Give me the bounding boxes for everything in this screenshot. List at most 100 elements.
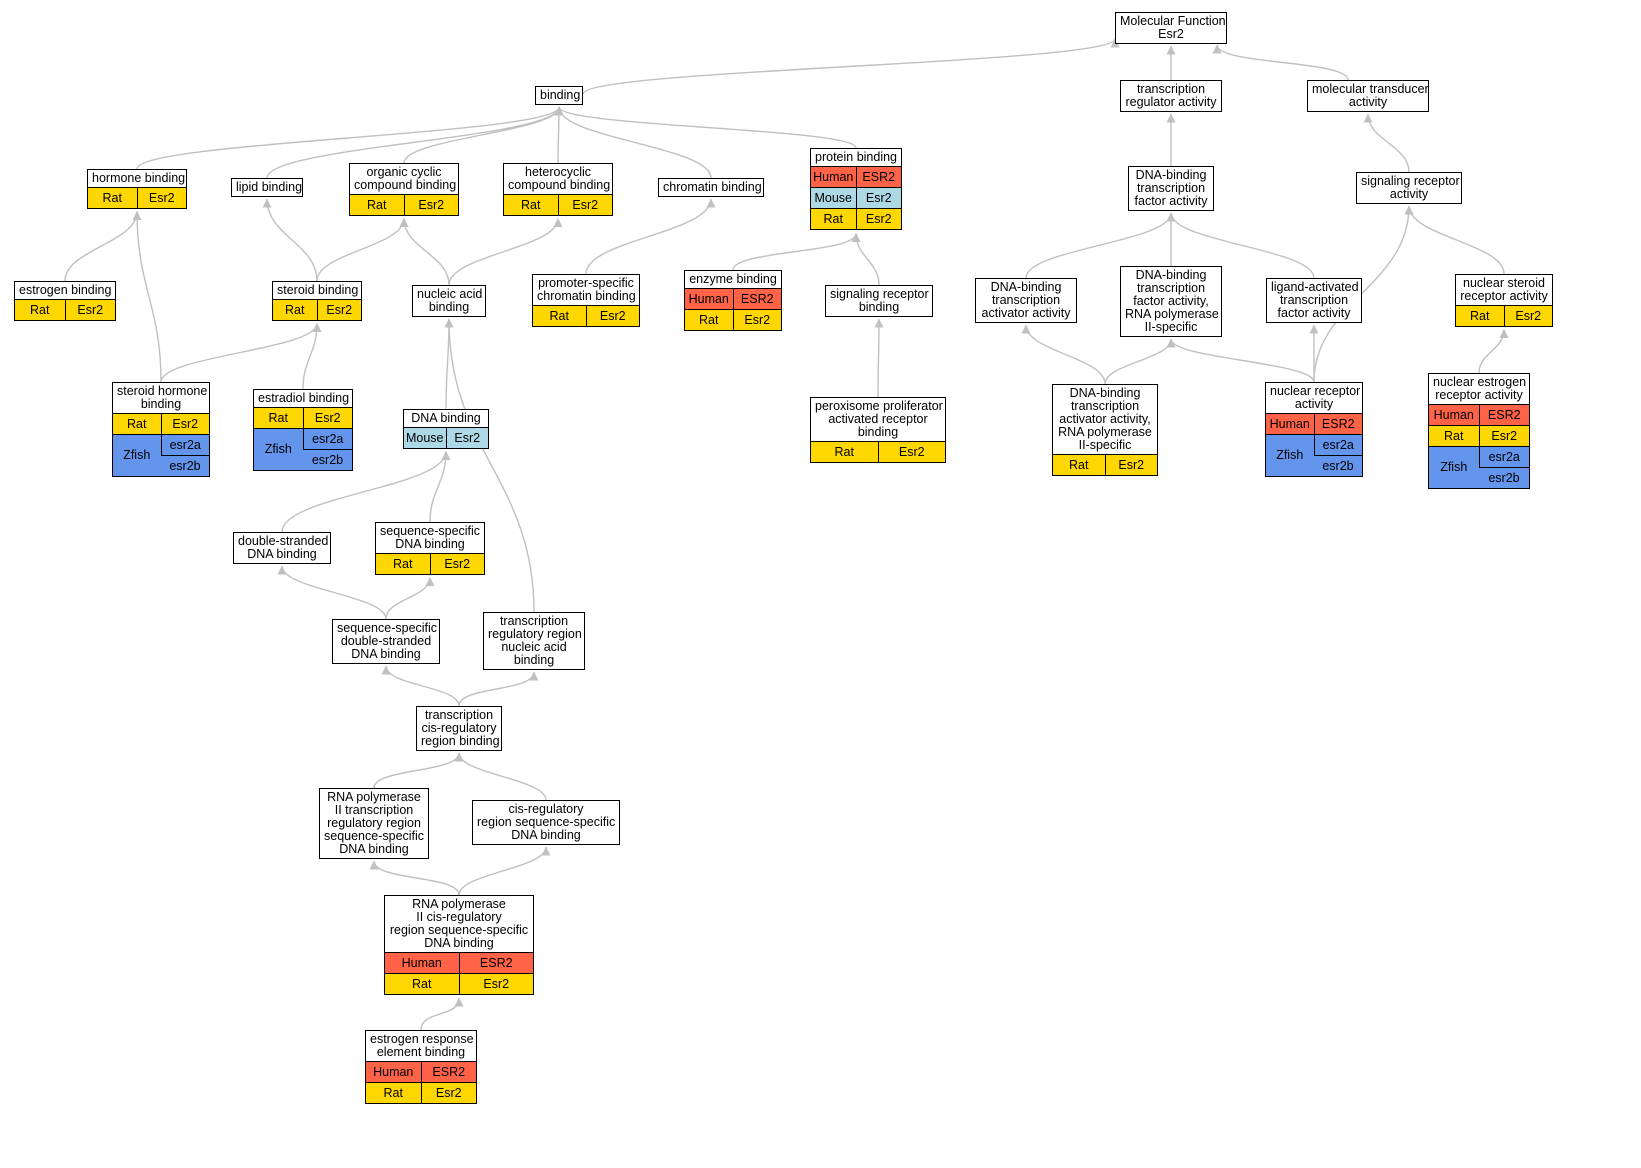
edge-nera-to-nsra — [1478, 329, 1509, 374]
go-term-label-line: steroid binding — [277, 283, 359, 297]
edge-enzyme-to-protein — [732, 233, 861, 271]
gene-cell: esr2a — [160, 434, 209, 456]
gene-cell: esr2a — [302, 428, 352, 450]
go-term-label-line: chromatin binding — [537, 289, 636, 303]
go-term-label-line: II cis-regulatory — [416, 910, 502, 924]
gene-cell: Esr2 — [877, 441, 945, 462]
go-term-label-line: transcription — [1136, 281, 1206, 295]
go-term-label-line: receptor activity — [1435, 388, 1523, 402]
go-term-label-line: factor activity, — [1133, 294, 1209, 308]
go-term-label-line: nuclear steroid — [1463, 276, 1545, 290]
gene-cell: Esr2 — [585, 305, 639, 326]
species-cell: Rat — [685, 309, 733, 330]
go-term-label-line: receptor activity — [1460, 289, 1548, 303]
go-term-label-line: region binding — [421, 734, 500, 748]
edge-steroid-to-lipid — [262, 198, 318, 282]
edge-mta-to-mf — [1212, 44, 1349, 81]
go-term-label-line: signaling receptor — [830, 287, 929, 301]
edge-srb-to-protein — [851, 233, 880, 286]
edge-latfa-to-dbtfa — [1166, 212, 1315, 279]
species-cell: Rat — [88, 187, 137, 208]
species-cell: Rat — [1456, 305, 1504, 326]
gene-cell: Esr2 — [1104, 454, 1157, 475]
species-cell: Rat — [1053, 454, 1105, 475]
go-term-label-line: transcription — [499, 614, 569, 628]
gene-cell: esr2b — [1314, 455, 1362, 476]
gene-cell: Esr2 — [64, 299, 115, 320]
go-term-label-line: nuclear estrogen — [1433, 375, 1527, 389]
go-term-label-line: element binding — [376, 1045, 466, 1059]
go-term-label-line: sequence-specific — [324, 829, 425, 843]
edge-ssdsdna-to-dsdna — [277, 565, 387, 620]
go-term-label: chromatin binding — [659, 179, 763, 196]
go-term-label-line: compound binding — [354, 178, 457, 192]
go-term-label: lipid binding — [232, 179, 302, 196]
species-cell: Rat — [350, 194, 404, 215]
edge-steroid-to-organic — [316, 218, 409, 282]
gene-cell: ESR2 — [1478, 404, 1529, 426]
go-term-label: protein binding — [811, 149, 901, 166]
edge-rnap2cis-to-crrss — [458, 846, 551, 896]
edge-nucleic-to-hetero — [448, 218, 563, 286]
go-term-label-line: transcription — [1279, 293, 1349, 307]
go-term-label-line: DNA binding — [411, 411, 481, 425]
go-term-label-line: region sequence-specific — [477, 815, 616, 829]
go-term-label-line: DNA binding — [351, 647, 421, 661]
go-term-label-line: binding — [857, 425, 899, 439]
go-term-label-line: DNA-binding — [1135, 268, 1207, 282]
go-term-label-line: sequence-specific — [337, 621, 438, 635]
gene-cell: Esr2 — [855, 208, 901, 229]
species-cell: Zfish — [1266, 434, 1314, 476]
edge-rnap2trr-to-tcrb — [373, 752, 464, 789]
go-term-label-line: nucleic acid — [501, 640, 567, 654]
edge-trr-to-nucleic — [444, 318, 535, 613]
go-term-label-line: factor activity — [1277, 306, 1351, 320]
gene-cell: ESR2 — [458, 952, 533, 974]
gene-cell: esr2b — [161, 455, 209, 476]
edge-protein-to-binding — [554, 106, 857, 149]
species-cell: Rat — [113, 413, 161, 435]
go-term-label-line: estradiol binding — [258, 391, 350, 405]
go-term-label-line: binding — [140, 397, 182, 411]
go-term-label-line: lipid binding — [236, 180, 303, 194]
go-term-label: steroid binding — [273, 282, 361, 299]
gene-cell: Esr2 — [316, 299, 361, 320]
go-term-label-line: Esr2 — [1158, 27, 1184, 41]
go-term-label-line: protein binding — [815, 150, 898, 164]
species-cell: Rat — [811, 441, 878, 462]
go-term-label-line: transcription — [1070, 399, 1140, 413]
species-cell: Zfish — [1429, 446, 1479, 488]
go-term-label-line: activity — [1389, 187, 1429, 201]
go-term-label-line: activity — [1294, 397, 1334, 411]
gene-cell: esr2a — [1313, 434, 1362, 456]
species-cell: Human — [1266, 413, 1314, 435]
go-term-label: binding — [536, 87, 582, 104]
edge-hetero-to-binding — [554, 106, 564, 164]
edge-dbtaa-to-dbtfa — [1025, 212, 1176, 279]
